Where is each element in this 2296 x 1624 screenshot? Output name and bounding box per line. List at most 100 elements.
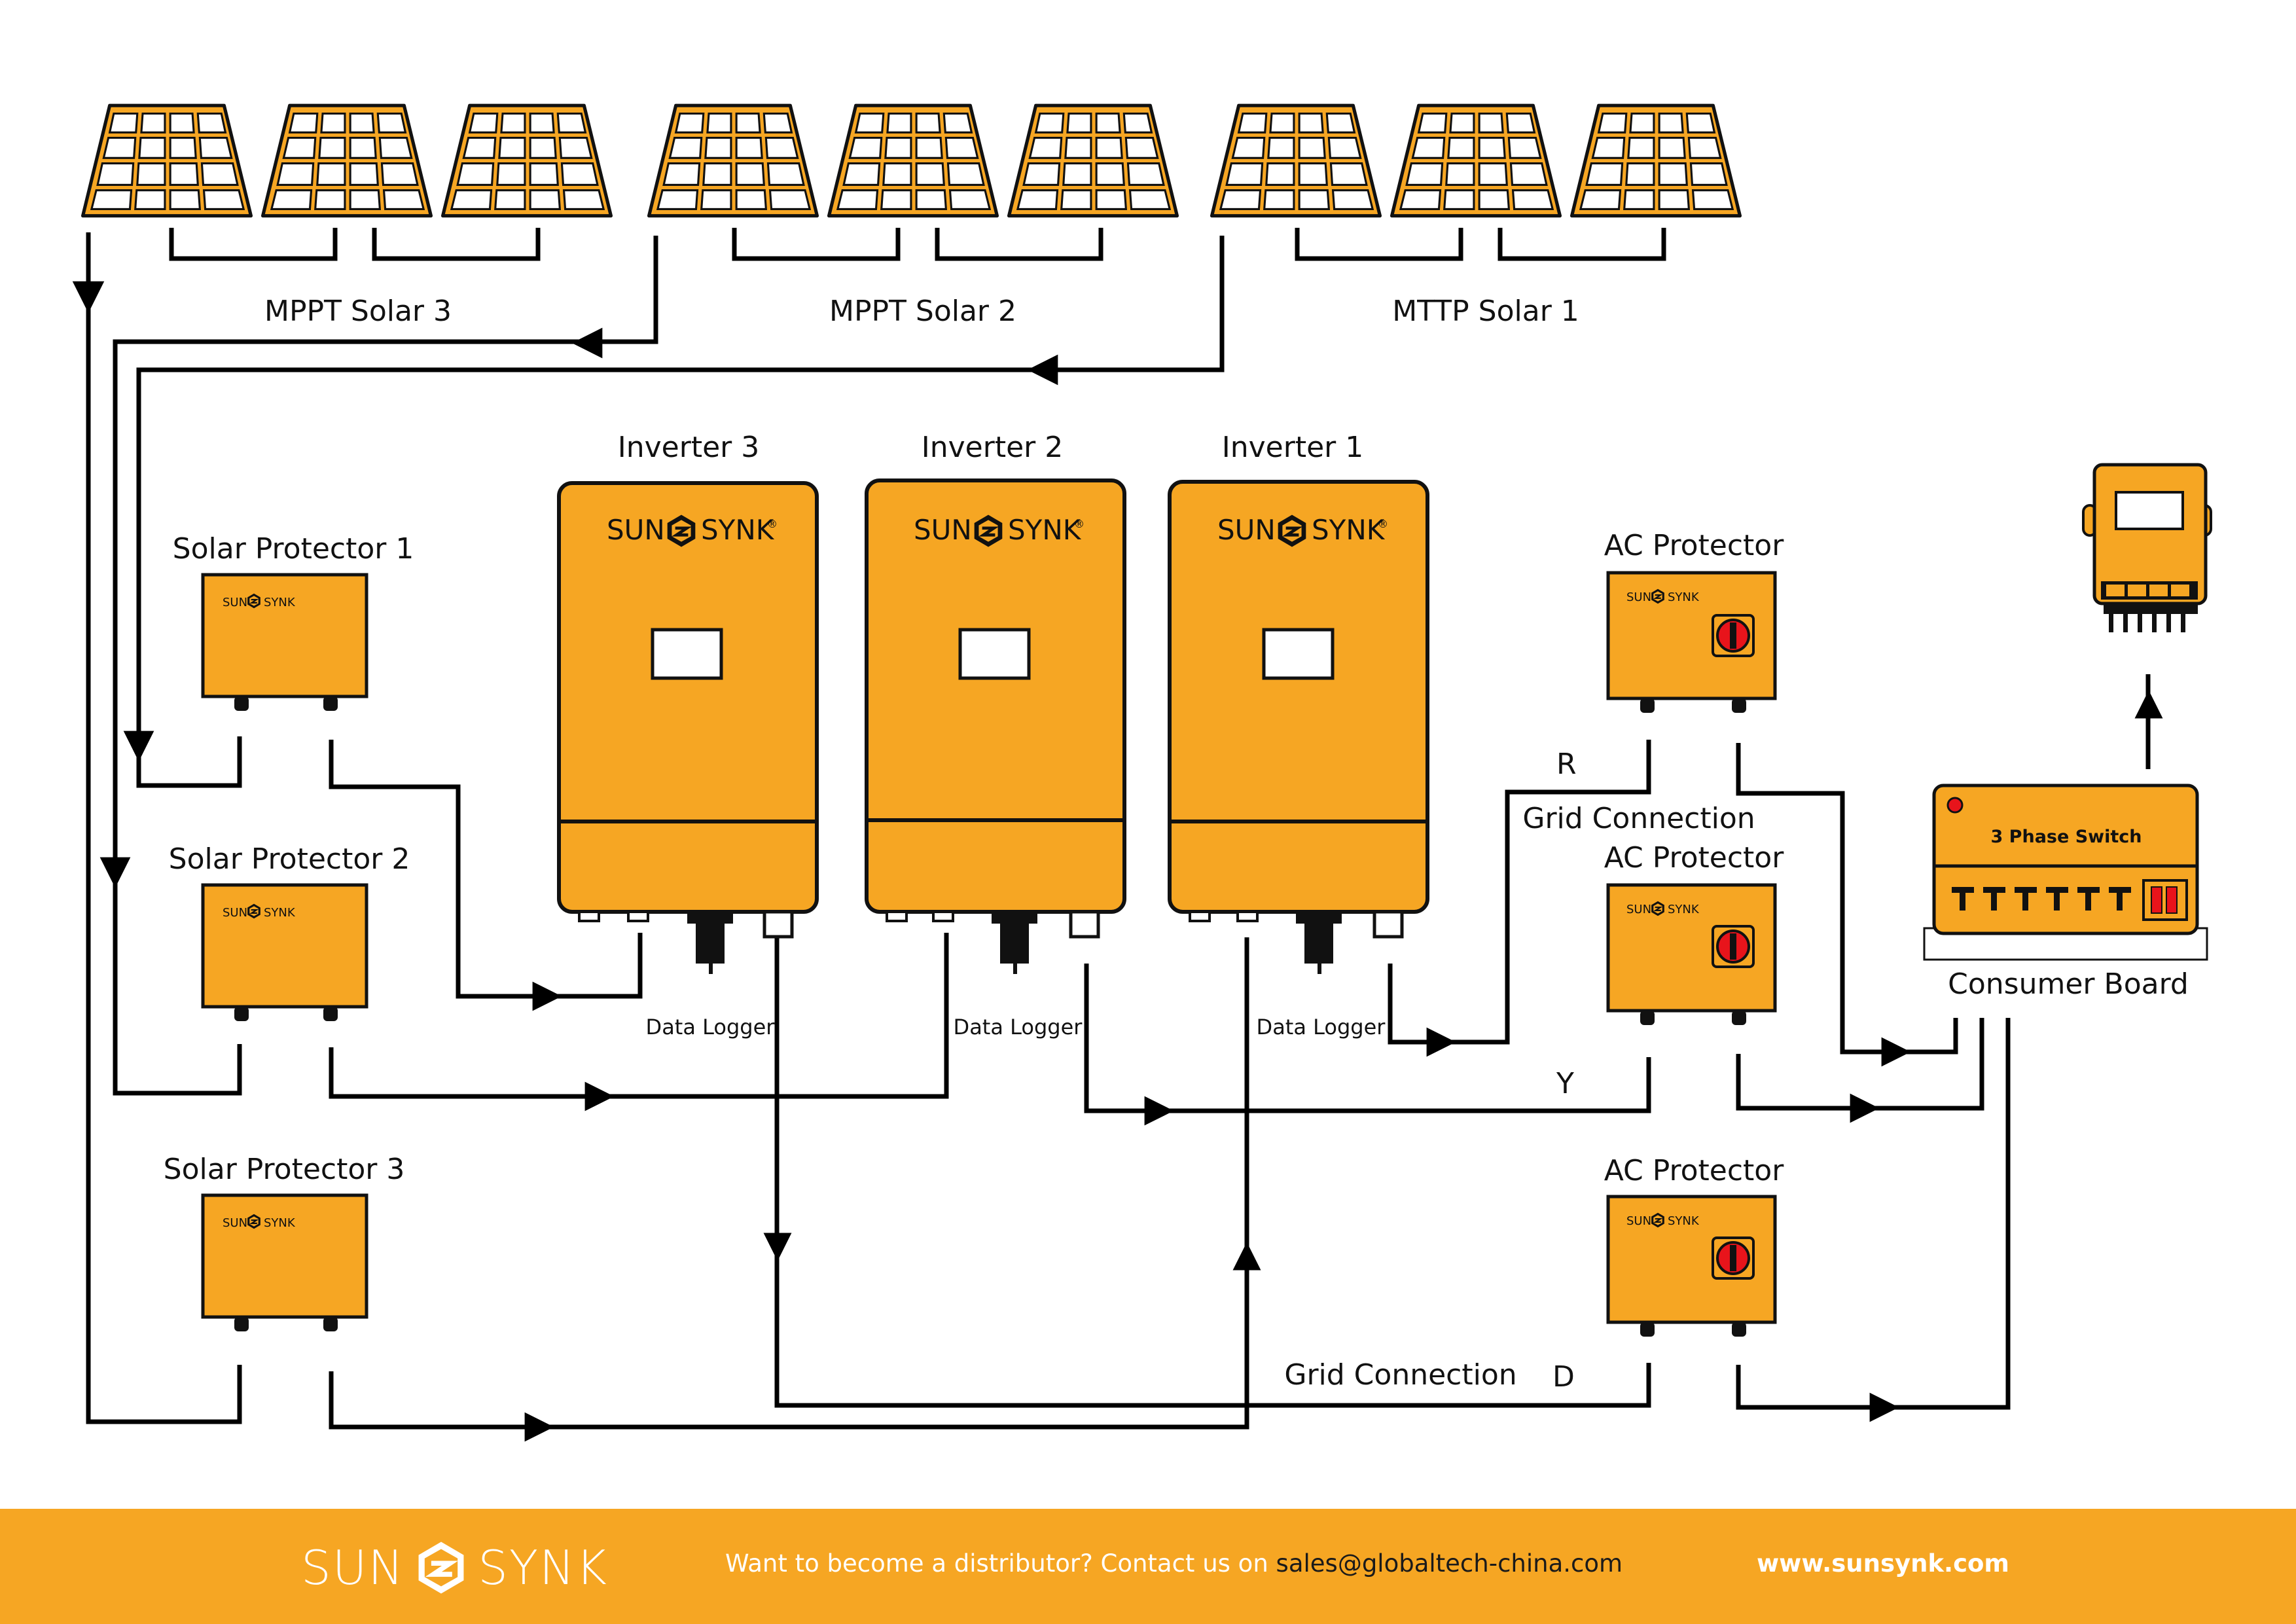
logo-text-right: SYNK [478, 1540, 609, 1595]
solar-panel [1009, 105, 1177, 216]
arrow-right-icon [1144, 1096, 1174, 1126]
inverter-display [958, 628, 1031, 680]
contact-text: Want to become a distributor? Contact us… [725, 1549, 1276, 1578]
main-switch [2142, 879, 2188, 921]
solar-panel [1392, 105, 1560, 216]
svg-text:SUN: SUN [914, 514, 972, 546]
arrow-right-icon [584, 1081, 615, 1111]
svg-text:SYNK: SYNK [1312, 514, 1386, 546]
grid-connection-label: Grid Connection [1522, 802, 1755, 835]
phase-switch-label: 3 Phase Switch [1991, 827, 2142, 847]
svg-text:®: ® [1074, 518, 1085, 530]
svg-text:SYNK: SYNK [701, 514, 775, 546]
inverter-2: Inverter 2 SUN SYNK ® Data Logger [865, 431, 1126, 1039]
arrow-down-icon [123, 731, 154, 762]
phase-label-d: D [1552, 1360, 1575, 1394]
mppt-label: MTTP Solar 1 [1392, 295, 1579, 328]
solar-protector-2: Solar Protector 2 SUN SYNK [169, 842, 410, 1021]
dc-wiring [86, 232, 1249, 1430]
solar-panel [649, 105, 817, 216]
solar-panel-array [83, 105, 1740, 216]
arrow-up-icon [1232, 1242, 1261, 1271]
solar-panel [1572, 105, 1740, 216]
meter-display [2115, 491, 2184, 530]
inverter-title: Inverter 1 [1222, 431, 1363, 464]
inverter-title: Inverter 3 [618, 431, 759, 464]
website-link[interactable]: www.sunsynk.com [1757, 1549, 2009, 1578]
solar-protector-1: Solar Protector 1 SUN SYNK [173, 532, 414, 711]
ac-protector-r: AC Protector SUN SYNK [1604, 529, 1785, 713]
ac-protector-y: AC Protector SUN SYNK [1604, 841, 1784, 1025]
solar-panel [263, 105, 431, 216]
svg-text:SYNK: SYNK [1668, 590, 1700, 604]
arrow-right-icon [524, 1412, 554, 1442]
svg-text:SYNK: SYNK [264, 1216, 296, 1230]
mppt-label: MPPT Solar 3 [264, 295, 452, 328]
contact-email-link[interactable]: sales@globaltech-china.com [1276, 1549, 1623, 1578]
arrow-right-icon [1869, 1392, 1899, 1422]
arrow-down-icon [72, 281, 105, 314]
footer-logo[interactable]: SUN SYNK [301, 1535, 608, 1600]
svg-text:SYNK: SYNK [1668, 1214, 1700, 1228]
svg-text:SUN: SUN [1217, 514, 1276, 546]
svg-text:SUN: SUN [1626, 903, 1651, 916]
solar-panel [83, 105, 251, 216]
inverter-display [1262, 628, 1335, 680]
grid-connection-label: Grid Connection [1284, 1358, 1516, 1392]
svg-text:®: ® [767, 518, 778, 530]
svg-text:SUN: SUN [1626, 590, 1651, 604]
solar-panel [829, 105, 997, 216]
data-logger-label: Data Logger [954, 1015, 1083, 1039]
ac-protector-d: AC Protector SUN SYNK [1604, 1154, 1785, 1337]
inverter-display [651, 628, 723, 680]
logo-text-left: SUN [301, 1540, 405, 1595]
svg-text:SUN: SUN [223, 596, 247, 609]
sunsynk-logo-icon [418, 1542, 464, 1594]
indicator-light-icon [1946, 797, 1964, 814]
inverter-3: Inverter 3 SUN SYNK ® Data Logger [557, 431, 819, 1039]
svg-text:SYNK: SYNK [264, 596, 296, 609]
footer-contact: Want to become a distributor? Contact us… [725, 1549, 1623, 1578]
arrow-right-icon [1850, 1093, 1880, 1123]
solar-panel [1212, 105, 1380, 216]
arrow-down-icon [763, 1233, 792, 1261]
data-logger-label: Data Logger [646, 1015, 776, 1039]
arrow-right-icon [1881, 1037, 1911, 1067]
footer-bar: SUN SYNK Want to become a distributor? C… [0, 1509, 2296, 1624]
consumer-board: 3 Phase Switch Consumer Board [1923, 784, 2208, 1001]
svg-text:SYNK: SYNK [264, 906, 296, 920]
ac-wiring [774, 674, 2151, 1410]
arrow-left-icon [571, 327, 603, 359]
inverter-1: Inverter 1 SUN SYNK ® Data Logger [1168, 431, 1429, 1039]
data-logger-label: Data Logger [1257, 1015, 1386, 1039]
phase-label-r: R [1556, 748, 1577, 781]
solar-protector-label: Solar Protector 3 [164, 1153, 405, 1186]
arrow-right-icon [1426, 1027, 1456, 1057]
svg-text:SUN: SUN [223, 906, 247, 920]
solar-protector-label: Solar Protector 2 [169, 842, 410, 876]
energy-meter [2082, 463, 2212, 632]
mppt-label: MPPT Solar 2 [829, 295, 1016, 328]
svg-text:SYNK: SYNK [1008, 514, 1082, 546]
arrow-up-icon [2134, 690, 2163, 719]
svg-text:SUN: SUN [607, 514, 665, 546]
arrow-right-icon [532, 981, 562, 1011]
solar-protector-label: Solar Protector 1 [173, 532, 414, 566]
arrow-left-icon [1027, 354, 1058, 386]
consumer-board-label: Consumer Board [1948, 967, 2189, 1001]
ac-protector-label: AC Protector [1604, 529, 1785, 562]
svg-text:SUN: SUN [223, 1216, 247, 1230]
data-logger-dongle [1000, 923, 1029, 964]
data-logger-dongle [1304, 923, 1333, 964]
arrow-down-icon [99, 857, 131, 888]
panel-interconnects [169, 228, 1666, 261]
ac-protector-label: AC Protector [1604, 1154, 1785, 1187]
svg-text:SUN: SUN [1626, 1214, 1651, 1228]
solar-panel [443, 105, 611, 216]
inverter-title: Inverter 2 [922, 431, 1063, 464]
svg-text:SYNK: SYNK [1668, 903, 1700, 916]
svg-text:®: ® [1378, 518, 1388, 530]
breaker-row [1952, 887, 2131, 911]
phase-label-y: Y [1556, 1067, 1574, 1100]
data-logger-dongle [696, 923, 725, 964]
